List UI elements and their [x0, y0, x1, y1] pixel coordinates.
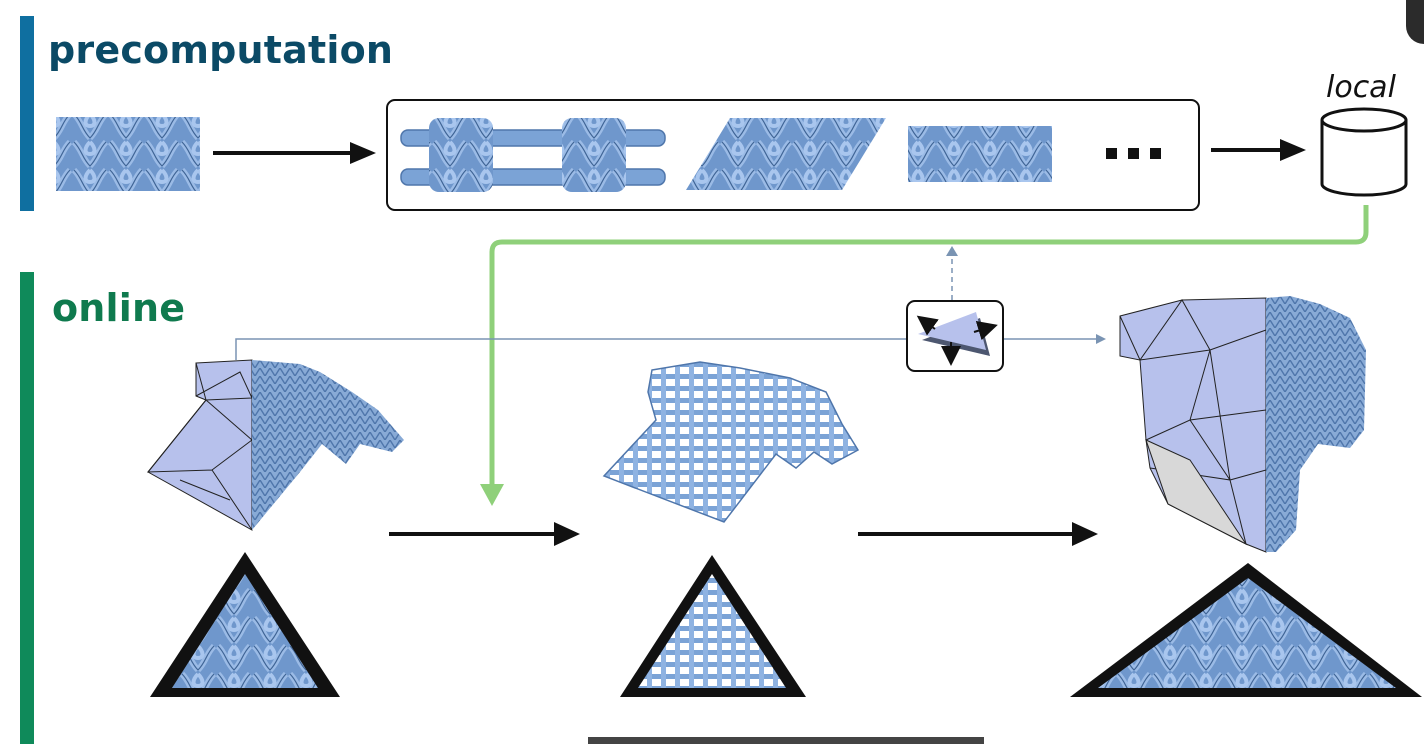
stitch-triangle-icon — [150, 552, 340, 697]
stitch-triangle-icon — [1070, 563, 1422, 697]
deformed-swatch-icon — [686, 118, 886, 190]
mesh-flow-line — [235, 338, 1100, 360]
database-label: local — [1326, 70, 1396, 105]
triangle-deform-icon — [916, 312, 998, 366]
knit-swatch-icon — [56, 117, 200, 191]
stitch-triangle-icon — [620, 555, 806, 697]
online-title: online — [52, 286, 186, 330]
caption-bar — [588, 737, 984, 744]
database-icon — [1320, 107, 1408, 197]
stretched-swatch-icon — [400, 118, 666, 192]
shirt-mesh-icon — [146, 359, 404, 531]
online-accent-bar — [20, 272, 34, 744]
lookup-path — [489, 205, 1369, 488]
compressed-swatch-icon — [908, 126, 1052, 182]
precomputation-title: precomputation — [48, 28, 394, 72]
shirt-yarn-icon — [602, 361, 860, 523]
precomputation-accent-bar — [20, 16, 34, 211]
ellipsis-icon — [1106, 148, 1161, 159]
webcam-overlay — [1406, 0, 1424, 44]
draped-shirt-icon — [1119, 296, 1366, 553]
